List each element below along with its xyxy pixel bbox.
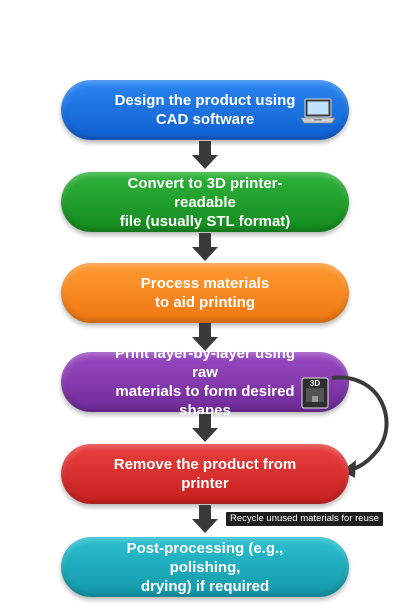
step-6-line-1: Post-processing (e.g., polishing, xyxy=(126,539,284,576)
down-arrow-icon xyxy=(192,414,218,442)
step-4-line-2: materials to form desired xyxy=(115,383,295,400)
laptop-icon xyxy=(300,98,336,124)
down-arrow-icon xyxy=(192,323,218,351)
step-1-line-2: CAD software xyxy=(155,111,255,128)
step-5-line-1: Remove the product from xyxy=(113,456,297,473)
step-print-layers: Print layer-by-layer using raw materials… xyxy=(61,345,349,419)
step-process-materials: Process materials to aid printing xyxy=(61,263,349,323)
printer-icon-label: 3D xyxy=(310,379,320,388)
step-convert-stl: Convert to 3D printer-readable file (usu… xyxy=(61,172,349,232)
step-6-line-2: drying) if required xyxy=(140,577,270,595)
loop-arrow-icon xyxy=(331,375,389,478)
step-2-line-1: Convert to 3D printer-readable xyxy=(127,174,283,211)
step-2-line-2: file (usually STL format) xyxy=(119,212,291,230)
step-post-processing: Post-processing (e.g., polishing, drying… xyxy=(61,537,349,597)
recycle-label: Recycle unused materials for reuse xyxy=(226,512,383,526)
step-design-cad: Design the product using CAD software xyxy=(61,80,349,140)
step-4-line-1: Print layer-by-layer using raw xyxy=(114,345,296,381)
down-arrow-icon xyxy=(192,233,218,261)
step-remove-product: Remove the product from printer xyxy=(61,444,349,504)
step-1-line-1: Design the product using xyxy=(114,92,296,109)
3d-printer-icon: 3D xyxy=(301,377,329,409)
step-3-line-2: to aid printing xyxy=(155,294,255,311)
step-5-line-2: printer xyxy=(181,475,229,492)
down-arrow-icon xyxy=(192,141,218,169)
step-3-line-1: Process materials xyxy=(140,275,270,292)
step-4-line-3: shapes xyxy=(179,402,231,419)
down-arrow-icon xyxy=(192,505,218,533)
